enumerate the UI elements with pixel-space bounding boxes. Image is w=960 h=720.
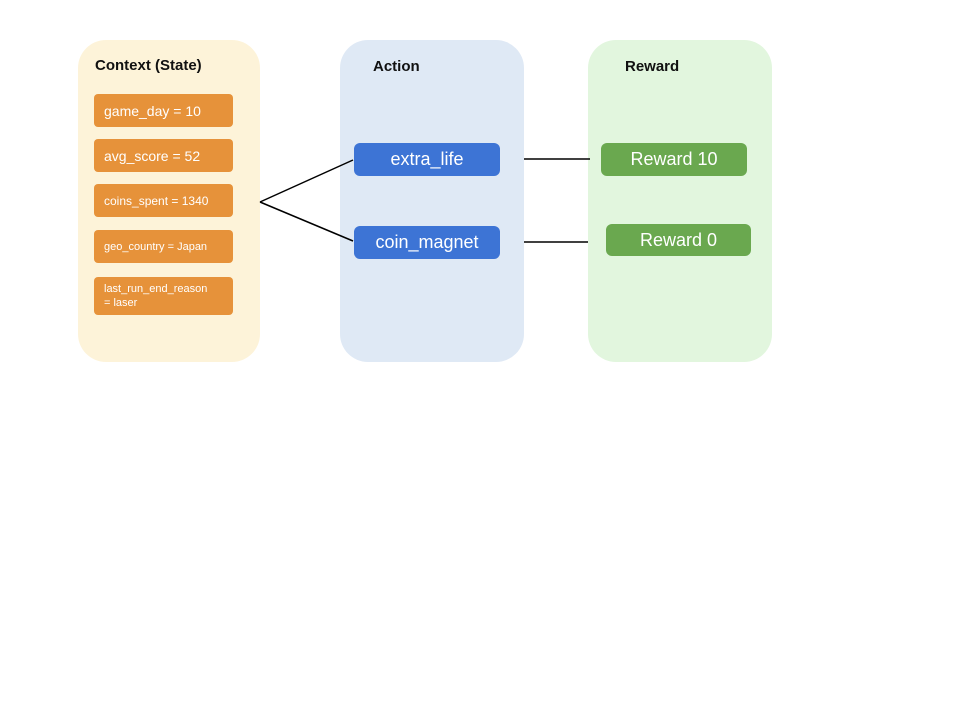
action-chip-coin-magnet: coin_magnet — [354, 226, 500, 259]
reward-panel-title: Reward — [625, 58, 680, 75]
context-panel: Context (State) game_day = 10 avg_score … — [78, 40, 260, 362]
context-chip-last-run-end-reason: last_run_end_reason = laser — [94, 277, 233, 315]
reward-panel: Reward Reward 10 Reward 0 — [588, 40, 772, 362]
reward-chip-reward-0: Reward 0 — [606, 224, 751, 256]
context-chip-coins-spent: coins_spent = 1340 — [94, 184, 233, 217]
action-panel-title: Action — [373, 58, 420, 75]
context-panel-title: Context (State) — [95, 57, 202, 74]
context-chip-game-day: game_day = 10 — [94, 94, 233, 127]
action-panel: Action extra_life coin_magnet — [340, 40, 524, 362]
reward-chip-reward-10: Reward 10 — [601, 143, 747, 176]
context-chip-avg-score: avg_score = 52 — [94, 139, 233, 172]
action-chip-extra-life: extra_life — [354, 143, 500, 176]
context-chip-geo-country: geo_country = Japan — [94, 230, 233, 263]
